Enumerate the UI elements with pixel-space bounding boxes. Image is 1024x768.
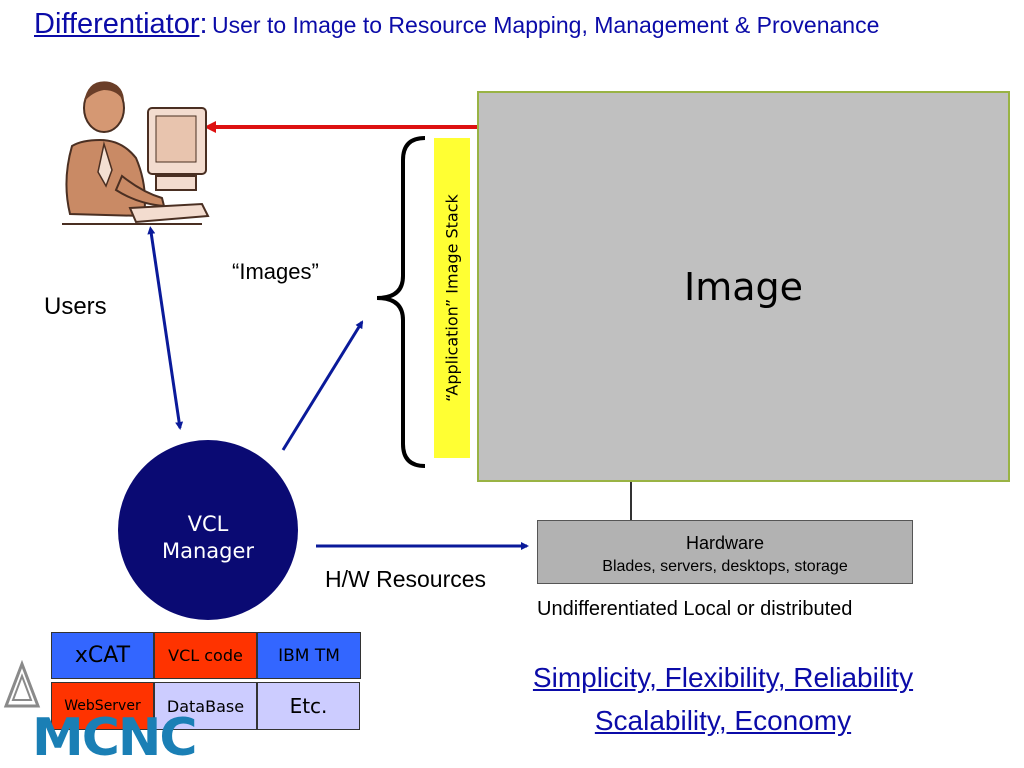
component-webserver: WebServer bbox=[51, 682, 154, 730]
application-image-stack: “Application” Image Stack bbox=[434, 138, 470, 458]
image-box: Image bbox=[477, 91, 1010, 482]
vcl-manager-line1: VCL bbox=[187, 512, 229, 536]
component-etc: Etc. bbox=[257, 682, 360, 730]
users-label: Users bbox=[44, 293, 107, 320]
title-main[interactable]: Differentiator bbox=[34, 8, 200, 40]
manager-to-images-arrow bbox=[281, 320, 364, 451]
page-title: Differentiator: User to Image to Resourc… bbox=[34, 8, 879, 41]
component-database: DataBase bbox=[154, 682, 257, 730]
stack-label: “Application” Image Stack bbox=[442, 194, 462, 402]
hardware-box: Hardware Blades, servers, desktops, stor… bbox=[537, 520, 913, 584]
title-colon: : bbox=[199, 8, 208, 40]
undifferentiated-label: Undifferentiated Local or distributed bbox=[537, 598, 853, 620]
tagline-line2[interactable]: Scalability, Economy bbox=[594, 705, 852, 736]
user-manager-arrow bbox=[147, 226, 184, 430]
hw-resources-label: H/W Resources bbox=[325, 566, 487, 592]
component-vcl-code: VCL code bbox=[154, 632, 257, 679]
vcl-manager-line2: Manager bbox=[161, 539, 255, 563]
tagline-line1[interactable]: Simplicity, Flexibility, Reliability bbox=[532, 662, 914, 693]
component-xcat: xCAT bbox=[51, 632, 154, 679]
stack-brace bbox=[376, 136, 426, 468]
tagline: Simplicity, Flexibility, Reliability Sca… bbox=[470, 656, 976, 742]
images-label: “Images” bbox=[232, 259, 319, 284]
mcnc-logo-icon bbox=[3, 660, 41, 708]
image-box-label: Image bbox=[683, 265, 803, 309]
hardware-subtitle: Blades, servers, desktops, storage bbox=[602, 558, 848, 575]
component-ibm-tm: IBM TM bbox=[257, 632, 361, 679]
vcl-manager-node: VCL Manager bbox=[118, 440, 298, 620]
title-subtitle: User to Image to Resource Mapping, Manag… bbox=[212, 12, 880, 38]
logo-text: MCNC bbox=[32, 708, 198, 768]
hardware-title: Hardware bbox=[685, 533, 765, 553]
user-at-computer-icon bbox=[62, 81, 210, 225]
